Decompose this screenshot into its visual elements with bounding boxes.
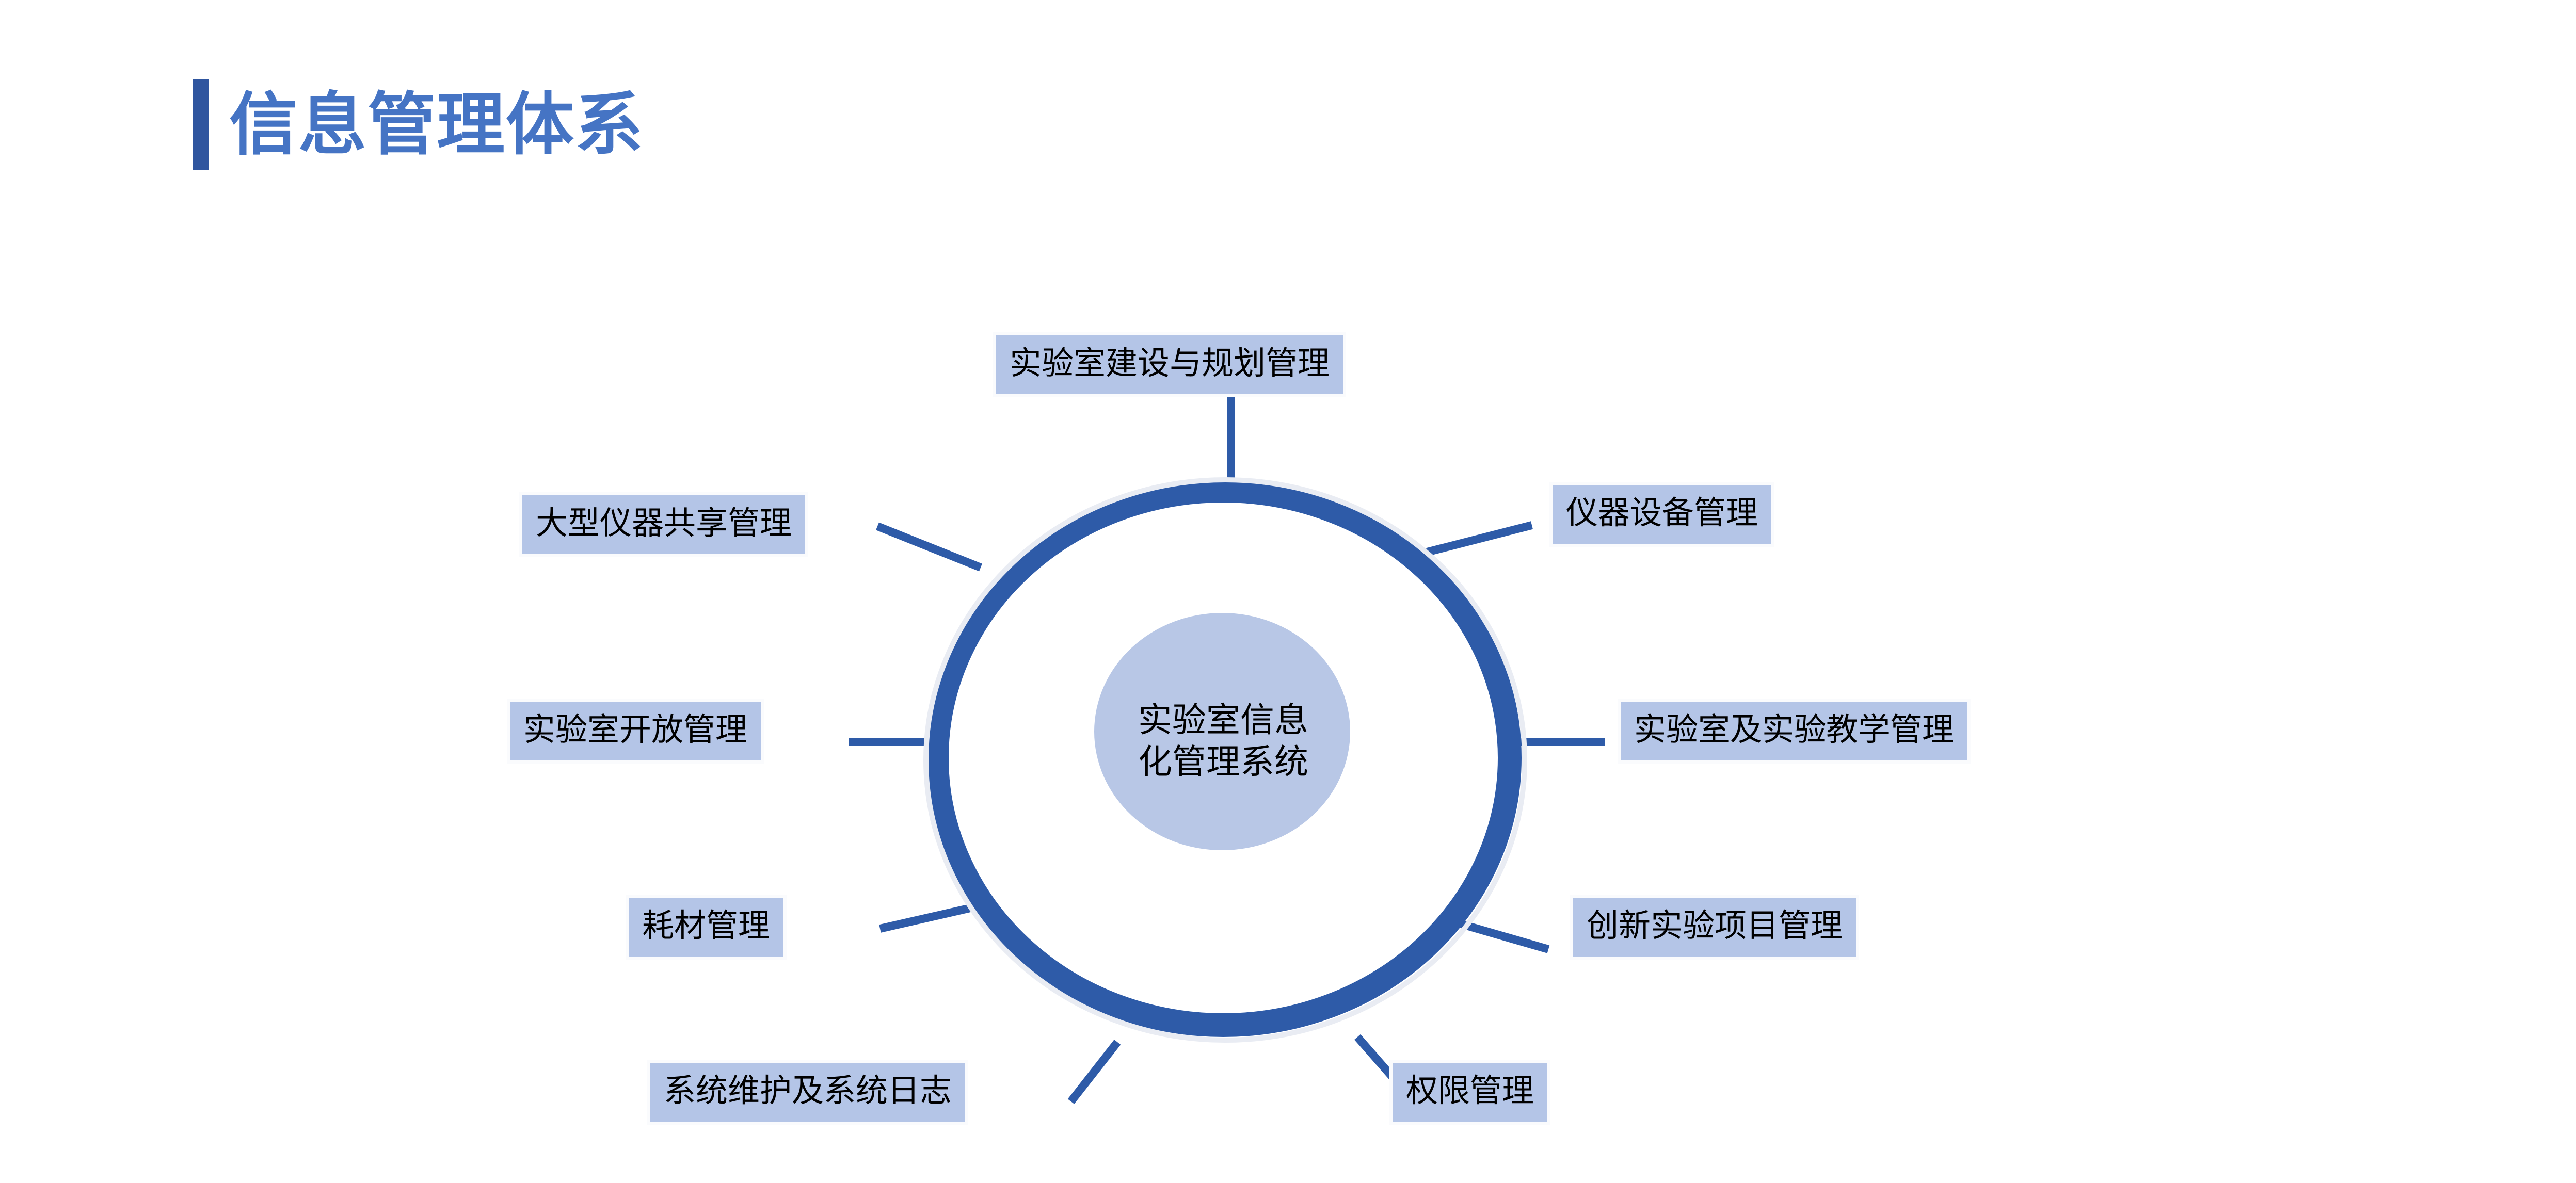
connector-system-maintenance-log [1067, 1040, 1121, 1104]
node-consumables[interactable]: 耗材管理 [629, 898, 784, 957]
node-lab-experiment-teaching[interactable]: 实验室及实验教学管理 [1621, 702, 1968, 760]
connector-instrument-equipment [1426, 521, 1533, 556]
hub-circle [1094, 613, 1350, 850]
node-lab-construction-planning[interactable]: 实验室建设与规划管理 [996, 335, 1343, 394]
node-innovative-experiment[interactable]: 创新实验项目管理 [1573, 898, 1857, 957]
connector-lines [849, 397, 1605, 1104]
node-lab-open[interactable]: 实验室开放管理 [510, 702, 761, 760]
node-instrument-equipment[interactable]: 仪器设备管理 [1553, 485, 1772, 544]
node-system-maintenance-log[interactable]: 系统维护及系统日志 [650, 1063, 966, 1122]
connector-consumables [879, 904, 971, 933]
page-title: 信息管理体系 [193, 79, 644, 170]
connector-large-instrument-sharing [876, 522, 982, 572]
title-accent-bar [193, 79, 209, 170]
node-permission[interactable]: 权限管理 [1393, 1063, 1548, 1122]
outer-ring-shadow [923, 477, 1527, 1043]
page-title-text: 信息管理体系 [229, 86, 644, 163]
node-large-instrument-sharing[interactable]: 大型仪器共享管理 [522, 495, 806, 554]
